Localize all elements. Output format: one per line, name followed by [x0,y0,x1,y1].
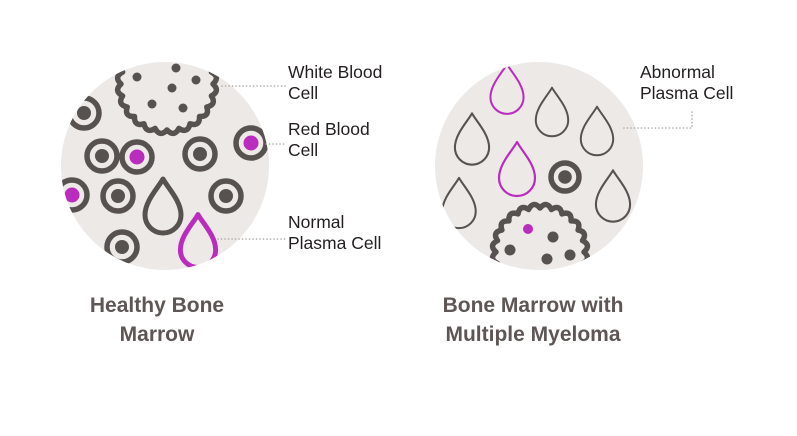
leader-abnormal-plasma-cell [621,111,693,129]
granule-dot [171,63,181,73]
healthy-marrow-circle [61,62,269,270]
granule-dot [523,224,533,234]
red-blood-cell [100,178,136,214]
caption-multiple-myeloma: Bone Marrow with Multiple Myeloma [442,294,624,346]
label-normal-plasma-cell: Normal Plasma Cell [288,212,382,253]
red-blood-cell [84,138,120,174]
granule-dot [504,244,516,256]
granule-dot [541,253,553,265]
granule-dot [167,83,177,93]
red-blood-cell [119,139,155,175]
caption-healthy-bone-marrow: Healthy Bone Marrow [89,294,225,346]
white-blood-cell-membrane [114,62,220,137]
white-blood-cell [114,62,220,137]
healthy-marrow-cells [61,62,269,268]
granule-dot [547,231,559,243]
granule-dot [191,75,201,85]
granule-dot [178,103,188,113]
white-blood-cell [489,201,591,270]
myeloma-marrow-circle [435,62,643,270]
granule-dot [147,99,157,109]
red-blood-cell [548,160,582,194]
myeloma-marrow-cells [441,63,632,270]
red-blood-cell [61,177,90,213]
label-abnormal-plasma-cell: Abnormal Plasma Cell [640,62,734,103]
red-blood-cell [208,178,244,214]
red-blood-cell [233,125,269,161]
white-blood-cell-membrane [489,201,591,270]
label-red-blood-cell: Red Blood Cell [288,119,370,160]
granule-dot [564,249,576,261]
label-white-blood-cell: White Blood Cell [288,62,383,103]
granule-dot [132,72,142,82]
red-blood-cell [182,136,218,172]
